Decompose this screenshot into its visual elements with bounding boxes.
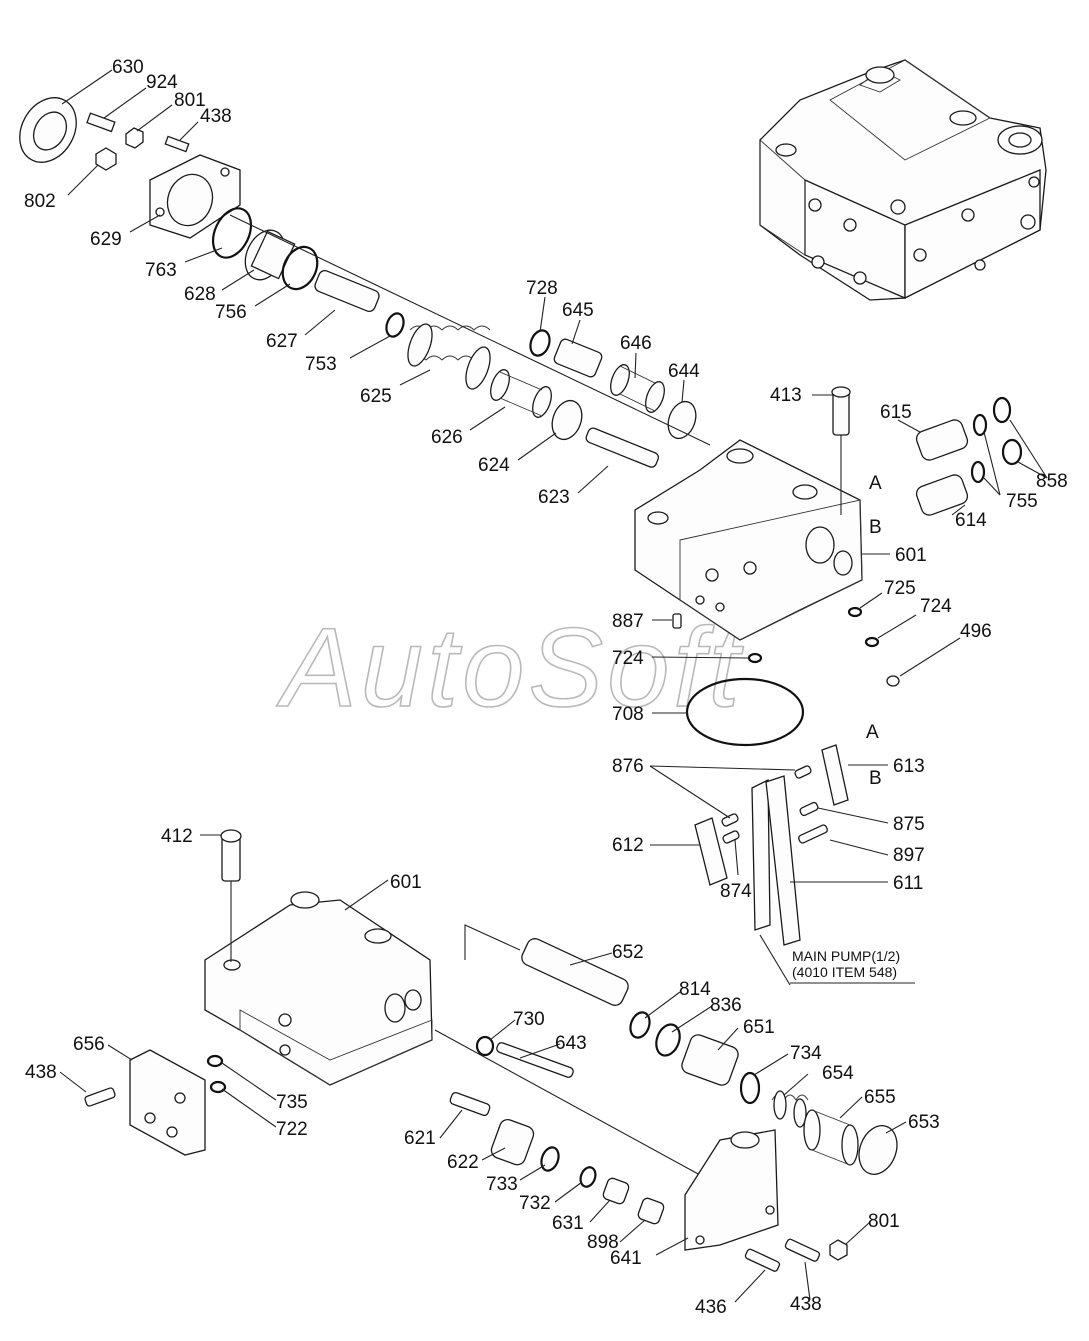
lower-valve-block	[84, 829, 433, 1156]
link-plates	[694, 744, 849, 946]
lower-bracket	[684, 1129, 848, 1272]
lower-spool-train	[434, 924, 898, 1225]
label-644: 644	[668, 361, 700, 382]
label-653: 653	[908, 1112, 940, 1133]
label-621: 621	[404, 1128, 436, 1149]
label-629: 629	[90, 229, 122, 250]
reference-note-line-2: (4010 ITEM 548)	[792, 964, 897, 980]
label-630: 630	[112, 57, 144, 78]
label-641: 641	[610, 1248, 642, 1269]
port-letter-b-lower: B	[869, 768, 882, 789]
label-836: 836	[710, 995, 742, 1016]
label-631: 631	[552, 1213, 584, 1234]
label-655: 655	[864, 1087, 896, 1108]
reference-note: MAIN PUMP(1/2) (4010 ITEM 548)	[790, 948, 915, 984]
label-722: 722	[276, 1119, 308, 1140]
label-651: 651	[743, 1017, 775, 1038]
label-924: 924	[146, 72, 178, 93]
label-708: 708	[612, 704, 644, 725]
label-622: 622	[447, 1152, 479, 1173]
label-438-top: 438	[200, 106, 232, 127]
label-724-right: 724	[920, 596, 952, 617]
label-412: 412	[161, 826, 193, 847]
label-733: 733	[486, 1174, 518, 1195]
label-801-bottom: 801	[868, 1211, 900, 1232]
label-612: 612	[612, 835, 644, 856]
watermark: AutoSoft	[276, 605, 744, 730]
label-628: 628	[184, 284, 216, 305]
label-898: 898	[587, 1232, 619, 1253]
port-letter-b-upper: B	[869, 517, 882, 538]
label-438-left: 438	[25, 1062, 57, 1083]
label-725: 725	[884, 578, 916, 599]
label-724-left: 724	[612, 648, 644, 669]
label-496: 496	[960, 621, 992, 642]
label-613: 613	[893, 756, 925, 777]
part-labels: 630 924 801 438 802 629 763 628 756 627 …	[24, 57, 1068, 1318]
label-734: 734	[790, 1043, 822, 1064]
label-626: 626	[431, 427, 463, 448]
port-letter-a-upper: A	[869, 473, 882, 494]
label-753: 753	[305, 354, 337, 375]
label-438-bottom: 438	[790, 1294, 822, 1315]
label-601-upper: 601	[895, 545, 927, 566]
label-763: 763	[145, 260, 177, 281]
label-756: 756	[215, 302, 247, 323]
port-letter-a-lower: A	[866, 722, 879, 743]
assembled-regulator-illustration	[759, 59, 1047, 301]
label-413: 413	[770, 385, 802, 406]
label-624: 624	[478, 455, 510, 476]
label-615: 615	[880, 402, 912, 423]
label-732: 732	[519, 1193, 551, 1214]
label-625: 625	[360, 386, 392, 407]
label-436: 436	[695, 1297, 727, 1318]
label-654: 654	[822, 1063, 854, 1084]
label-730: 730	[513, 1009, 545, 1030]
leader-lines	[59, 69, 1048, 1303]
label-735: 735	[276, 1092, 308, 1113]
upper-valve-block	[634, 386, 1023, 747]
label-652: 652	[612, 942, 644, 963]
label-643: 643	[555, 1033, 587, 1054]
upper-spool-train	[19, 97, 711, 468]
label-627: 627	[266, 331, 298, 352]
label-874: 874	[720, 881, 752, 902]
port-letters: A B A B	[866, 473, 882, 789]
label-611: 611	[893, 873, 923, 894]
label-656: 656	[73, 1034, 105, 1055]
label-645: 645	[562, 300, 594, 321]
label-858: 858	[1036, 471, 1068, 492]
label-623: 623	[538, 487, 570, 508]
label-646: 646	[620, 333, 652, 354]
label-887: 887	[612, 611, 644, 632]
label-728: 728	[526, 278, 558, 299]
label-614: 614	[955, 510, 987, 531]
label-802: 802	[24, 191, 56, 212]
label-601-lower: 601	[390, 872, 422, 893]
reference-note-line-1: MAIN PUMP(1/2)	[792, 948, 900, 964]
label-801-top: 801	[174, 90, 206, 111]
label-876: 876	[612, 756, 644, 777]
label-875: 875	[893, 814, 925, 835]
label-814: 814	[679, 979, 711, 1000]
label-897: 897	[893, 845, 925, 866]
label-755: 755	[1006, 491, 1038, 512]
